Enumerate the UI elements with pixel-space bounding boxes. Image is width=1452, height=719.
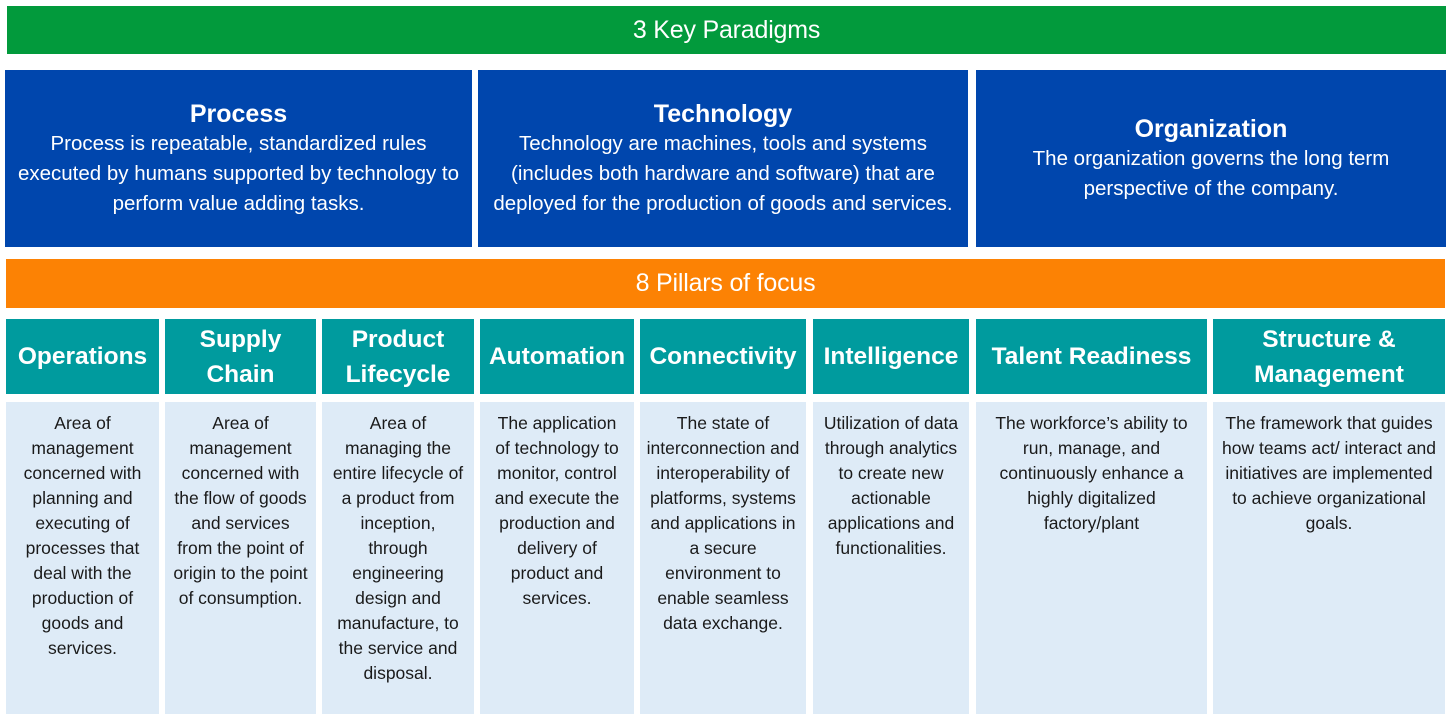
paradigm-title: Organization [1134,114,1288,143]
paradigm-title: Technology [653,99,793,128]
pillar-description-operations: Area of management concerned with planni… [6,402,159,714]
paradigm-technology: Technology Technology are machines, tool… [478,70,968,247]
paradigm-title: Process [189,99,288,128]
pillar-title-operations: Operations [6,319,159,394]
pillar-description-product-lifecycle: Area of managing the entire lifecycle of… [322,402,474,714]
paradigm-description: The organization governs the long term p… [1032,146,1390,200]
paradigm-organization: Organization The organization governs th… [976,70,1446,247]
pillar-description-intelligence: Utilization of data through analytics to… [813,402,969,714]
pillar-description-automation: The application of technology to monitor… [480,402,634,714]
pillar-title-structure-management: Structure & Management [1213,319,1445,394]
pillar-title-intelligence: Intelligence [813,319,969,394]
pillar-description-talent-readiness: The workforce’s ability to run, manage, … [976,402,1207,714]
paradigm-process: Process Process is repeatable, standardi… [5,70,472,247]
pillar-title-automation: Automation [480,319,634,394]
pillar-title-connectivity: Connectivity [640,319,806,394]
pillar-description-supply-chain: Area of management concerned with the fl… [165,402,316,714]
pillar-title-product-lifecycle: Product Lifecycle [322,319,474,394]
pillar-title-talent-readiness: Talent Readiness [976,319,1207,394]
pillar-description-structure-management: The framework that guides how teams act/… [1213,402,1445,714]
pillar-title-supply-chain: Supply Chain [165,319,316,394]
pillars-header: 8 Pillars of focus [6,259,1445,308]
paradigm-description: Technology are machines, tools and syste… [493,131,953,215]
paradigms-header: 3 Key Paradigms [7,6,1446,54]
paradigm-description: Process is repeatable, standardized rule… [17,131,460,215]
pillar-description-connectivity: The state of interconnection and interop… [640,402,806,714]
